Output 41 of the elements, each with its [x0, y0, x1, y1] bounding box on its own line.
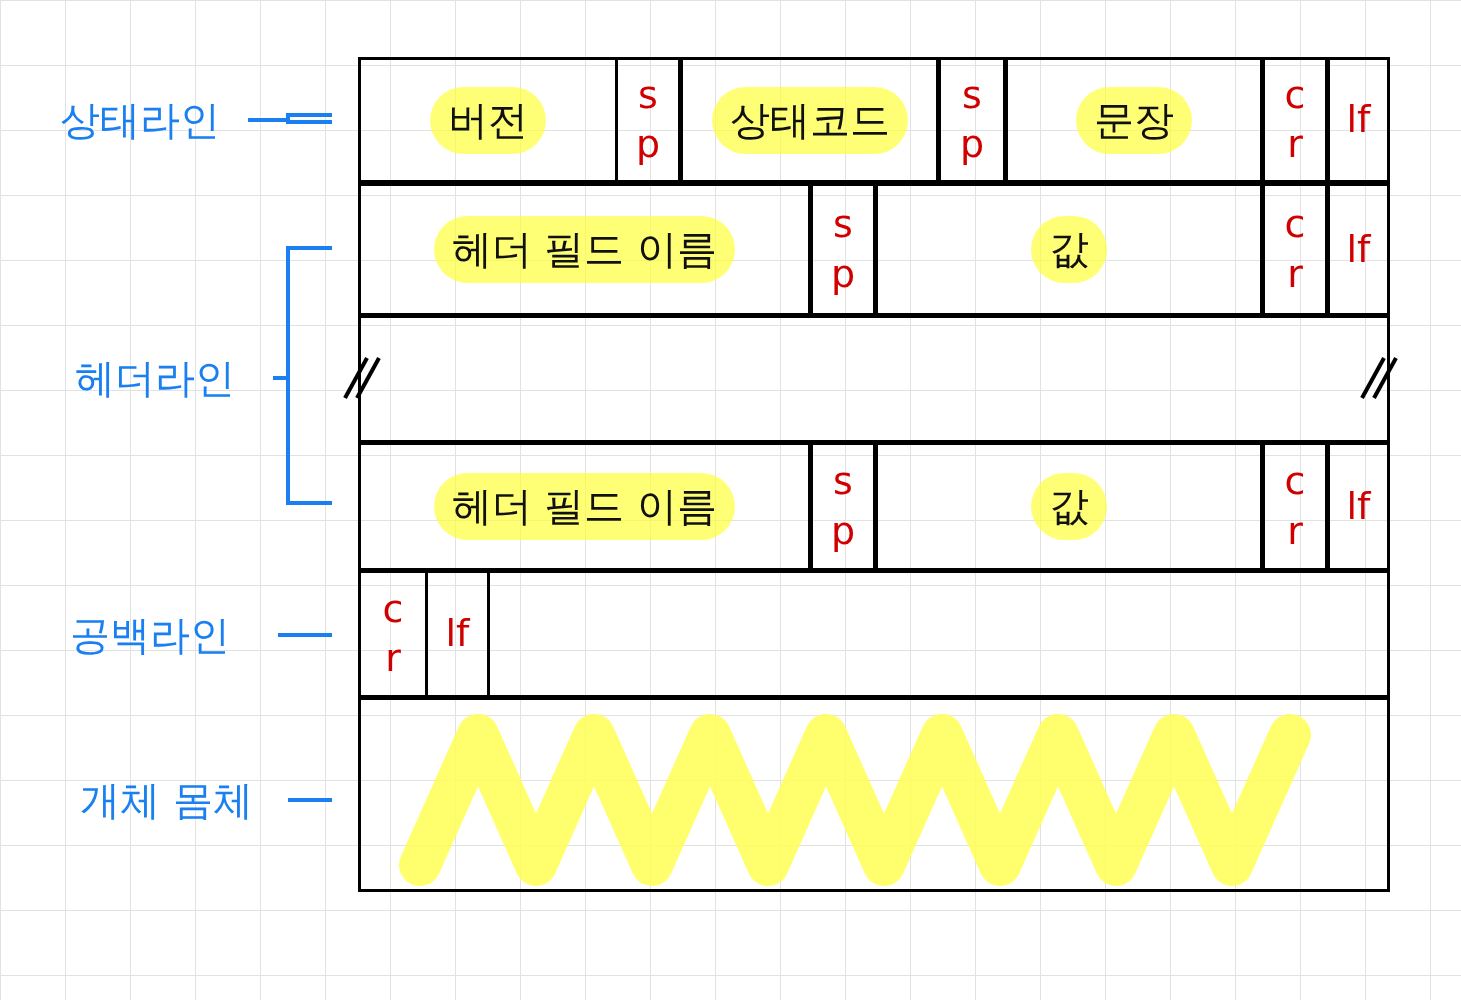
empty-box [358, 697, 1390, 892]
field-cell [1262, 442, 1328, 571]
leader-line [278, 633, 332, 637]
code-text: cr [381, 585, 405, 682]
field-cell [1262, 183, 1328, 316]
code-text: sp [830, 458, 856, 555]
row-box [358, 570, 1390, 698]
section-label: 공백라인 [70, 605, 270, 665]
section-label: 헤더라인 [75, 348, 265, 408]
section-label: 상태라인 [60, 90, 240, 150]
code-text: sp [959, 71, 985, 168]
field-cell [1262, 57, 1328, 183]
leader-line [271, 246, 334, 505]
field-cell [1005, 57, 1263, 183]
leader-line [288, 798, 332, 802]
field-text: 헤더 필드 이름 [433, 473, 736, 540]
code-text: cr [1283, 458, 1307, 555]
row-box [358, 183, 1390, 571]
field-text: 헤더 필드 이름 [433, 216, 736, 283]
empty-box [358, 315, 1390, 443]
section-label: 개체 몸체 [80, 770, 280, 830]
field-cell [810, 442, 876, 571]
field-text: 문장 [1076, 86, 1192, 154]
field-text: 값 [1031, 473, 1107, 540]
code-text: lf [1346, 96, 1371, 144]
code-text: lf [445, 610, 470, 658]
field-cell [875, 442, 1263, 571]
code-text: sp [830, 201, 856, 298]
field-cell [875, 183, 1263, 316]
code-text: cr [1283, 71, 1307, 168]
field-cell [680, 57, 939, 183]
field-text: 버전 [430, 86, 546, 154]
field-text: 값 [1031, 216, 1107, 283]
field-cell [810, 183, 876, 316]
code-text: sp [635, 71, 661, 168]
field-text: 상태코드 [711, 86, 908, 154]
leader-line [246, 113, 334, 124]
field-cell [938, 57, 1006, 183]
code-text: lf [1346, 225, 1371, 273]
code-text: lf [1346, 482, 1371, 530]
code-text: cr [1283, 201, 1307, 298]
